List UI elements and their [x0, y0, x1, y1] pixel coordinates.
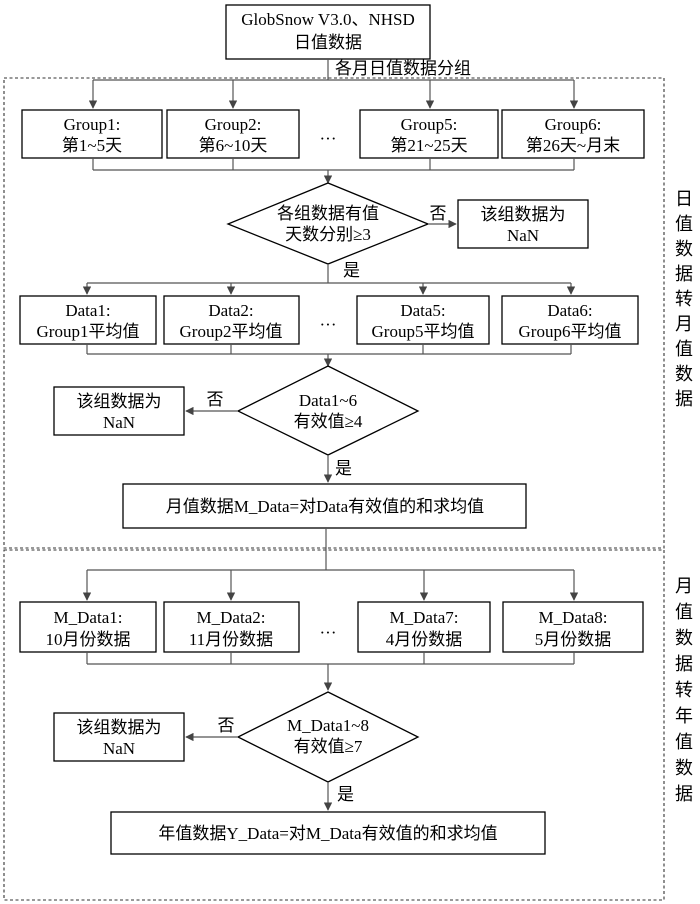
decision-3-yes-label: 是: [337, 785, 354, 804]
mdata-box-8-line-1: M_Data8:: [539, 608, 608, 627]
decision-2-yes-label: 是: [335, 459, 352, 478]
side2-char-7: 数: [675, 758, 693, 778]
mdata-box-8: [502, 601, 644, 653]
nan-box-3-line-2: NaN: [103, 739, 135, 758]
section-frame-monthly-to-yearly: [3, 549, 665, 901]
source-box: [225, 4, 431, 60]
data-box-5: [356, 295, 490, 345]
section-label-monthly-to-yearly: 月 值 数 据 转 年 值 数 据: [675, 576, 693, 804]
mdata-box-8-line-2: 5月份数据: [535, 630, 612, 649]
side1-char-5: 月: [675, 314, 693, 334]
group-note: 各月日值数据分组: [335, 59, 471, 78]
group-box-6: [501, 109, 645, 159]
decision-1-line-1: 各组数据有值: [277, 204, 379, 223]
group-box-5-line-1: Group5:: [401, 115, 458, 134]
side2-char-1: 值: [675, 602, 693, 622]
mdata-box-7-line-1: M_Data7:: [390, 608, 459, 627]
mdata-box-7: [357, 601, 491, 653]
data-box-5-line-1: Data5:: [400, 301, 445, 320]
group-box-5-line-2: 第21~25天: [390, 136, 467, 155]
decision-1-line-2: 天数分别≥3: [285, 225, 371, 244]
mdata-box-1-line-2: 10月份数据: [46, 630, 131, 649]
data-box-1: [19, 295, 157, 345]
side1-char-1: 值: [675, 214, 693, 234]
decision-2-line-1: Data1~6: [299, 391, 357, 410]
mdata-box-2-line-1: M_Data2:: [197, 608, 266, 627]
monthly-result-text: 月值数据M_Data=对Data有效值的和求均值: [166, 497, 484, 516]
nan-box-1-line-2: NaN: [507, 226, 539, 245]
side1-char-6: 值: [675, 339, 693, 359]
data-box-2-line-1: Data2:: [208, 301, 253, 320]
group-ellipsis: ···: [320, 129, 337, 148]
nan-box-2-frame: [53, 386, 185, 436]
data-box-1-line-1: Data1:: [65, 301, 110, 320]
decision-2-diamond: [236, 365, 420, 456]
side2-char-6: 值: [675, 732, 693, 752]
yearly-result-text: 年值数据Y_Data=对M_Data有效值的和求均值: [158, 824, 497, 843]
section-frame-daily-to-monthly: [3, 77, 665, 549]
decision-3-line-2: 有效值≥7: [294, 737, 363, 756]
data-box-5-line-2: Group5平均值: [372, 322, 475, 341]
source-line-2: 日值数据: [294, 33, 362, 52]
side2-char-8: 据: [675, 784, 693, 804]
mdata-box-1: [19, 601, 157, 653]
group-box-2-line-1: Group2:: [205, 115, 262, 134]
side2-char-5: 年: [675, 706, 693, 726]
mdata-box-7-line-2: 4月份数据: [386, 630, 463, 649]
side1-char-3: 据: [675, 264, 693, 284]
decision-3-no-label: 否: [218, 716, 235, 735]
data-box-6: [501, 295, 639, 345]
side2-char-2: 数: [675, 628, 693, 648]
nan-box-1-line-1: 该组数据为: [481, 205, 566, 224]
decision-2-line-2: 有效值≥4: [294, 412, 363, 431]
mdata-ellipsis: ···: [320, 623, 337, 642]
nan-box-3-line-1: 该组数据为: [77, 718, 162, 737]
group-box-5: [359, 109, 499, 159]
nan-box-3: [53, 712, 185, 762]
mdata-box-2: [163, 601, 300, 653]
mdata-box-1-line-1: M_Data1:: [54, 608, 123, 627]
group-box-6-line-1: Group6:: [545, 115, 602, 134]
nan-box-2-line-1: 该组数据为: [77, 392, 162, 411]
monthly-result-box: [122, 483, 527, 529]
decision-1-yes-label: 是: [343, 261, 360, 280]
group-box-2-line-2: 第6~10天: [199, 136, 268, 155]
group-box-1: [21, 109, 163, 159]
decision-1-diamond: [226, 182, 430, 265]
side1-char-4: 转: [675, 289, 693, 309]
data-box-6-line-2: Group6平均值: [519, 322, 622, 341]
data-box-1-line-2: Group1平均值: [37, 322, 140, 341]
decision-1-no-label: 否: [430, 204, 447, 223]
decision-3-line-1: M_Data1~8: [287, 716, 369, 735]
group-box-1-line-1: Group1:: [64, 115, 121, 134]
group-box-6-line-2: 第26天~月末: [526, 136, 620, 155]
section-label-daily-to-monthly: 日 值 数 据 转 月 值 数 据: [675, 189, 693, 409]
data-box-2-line-2: Group2平均值: [180, 322, 283, 341]
side1-char-7: 数: [675, 364, 693, 384]
yearly-result-box: [110, 811, 546, 855]
side2-char-3: 据: [675, 654, 693, 674]
side1-char-0: 日: [675, 189, 693, 209]
side2-char-4: 转: [675, 680, 693, 700]
decision-2-no-label: 否: [207, 390, 224, 409]
mdata-box-2-line-2: 11月份数据: [189, 630, 273, 649]
side1-char-2: 数: [675, 239, 693, 259]
side2-char-0: 月: [675, 576, 693, 596]
nan-box-2-line-2: NaN: [103, 413, 135, 432]
group-box-2: [166, 109, 300, 159]
group-box-1-line-2: 第1~5天: [62, 136, 122, 155]
data-box-6-line-1: Data6:: [547, 301, 592, 320]
side1-char-8: 据: [675, 389, 693, 409]
source-line-1: GlobSnow V3.0、NHSD: [241, 10, 415, 29]
nan-box-1: [457, 199, 589, 249]
data-ellipsis: ···: [320, 315, 337, 334]
data-box-2: [163, 295, 300, 345]
